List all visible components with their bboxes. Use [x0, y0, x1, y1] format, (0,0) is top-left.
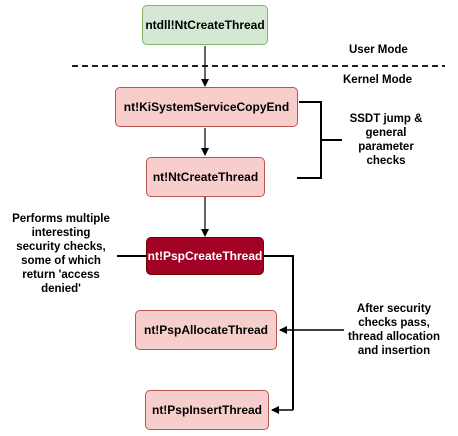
kernel-mode-label: Kernel Mode	[343, 74, 413, 86]
user-mode-label: User Mode	[349, 44, 408, 56]
node-label: nt!KiSystemServiceCopyEnd	[123, 100, 290, 114]
node-psp-insert-thread: nt!PspInsertThread	[145, 390, 269, 430]
ssdt-bracket	[297, 101, 342, 179]
node-label: nt!PspCreateThread	[147, 249, 263, 263]
after-security-label: After security checks pass, thread alloc…	[347, 303, 441, 357]
psp-branch-line	[264, 255, 294, 410]
node-ntdll-create-thread: ntdll!NtCreateThread	[142, 5, 268, 45]
node-label: nt!PspInsertThread	[151, 403, 262, 417]
node-label: nt!PspAllocateThread	[143, 323, 269, 337]
node-psp-allocate-thread: nt!PspAllocateThread	[135, 310, 277, 350]
node-label: ntdll!NtCreateThread	[145, 18, 265, 32]
node-nt-create-thread: nt!NtCreateThread	[146, 157, 265, 197]
node-psp-create-thread: nt!PspCreateThread	[146, 237, 264, 275]
security-checks-label: Performs multiple interesting security c…	[12, 213, 110, 295]
node-ki-system-service-copy-end: nt!KiSystemServiceCopyEnd	[115, 87, 298, 127]
node-label: nt!NtCreateThread	[152, 170, 259, 184]
ssdt-checks-label: SSDT jump & general parameter checks	[349, 113, 423, 167]
